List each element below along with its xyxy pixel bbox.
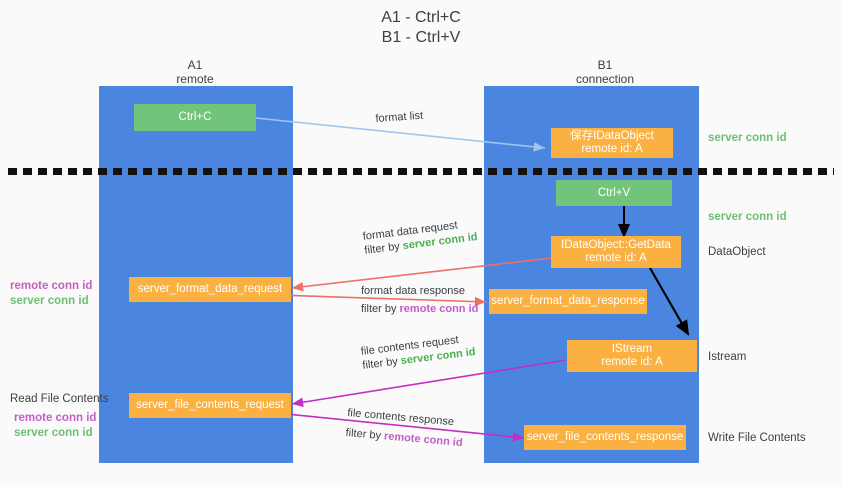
edge-label-format-data-response: format data response filter by remote co…: [361, 284, 478, 316]
column-a1-name: A1: [187, 58, 203, 72]
page-title: A1 - Ctrl+C B1 - Ctrl+V: [0, 8, 842, 48]
phase-separator-dashed-line: [8, 168, 834, 175]
annotation-istream: Istream: [708, 351, 747, 363]
column-b1-name: B1: [597, 58, 613, 72]
column-header-b1: B1 connection: [535, 58, 675, 86]
node-istream-line2: remote id: A: [601, 356, 663, 368]
annotation-server-conn-id-mid: server conn id: [708, 211, 787, 223]
node-ctrl-c[interactable]: Ctrl+C: [134, 104, 256, 131]
edge-label-format-data-response-text: format data response: [361, 285, 465, 297]
column-a1-role: remote: [176, 72, 214, 86]
annotation-server-conn-id-top: server conn id: [708, 132, 787, 144]
node-istream[interactable]: IStream remote id: A: [567, 340, 697, 372]
arrow-format-list: [255, 117, 546, 152]
annotation-read-file-contents: Read File Contents: [10, 393, 109, 405]
arrow-getdata-to-istream: [649, 267, 690, 336]
filter-prefix: filter by: [361, 303, 400, 315]
annotation-conn-ids-format: remote conn id server conn id: [10, 279, 92, 309]
node-server-file-contents-request[interactable]: server_file_contents_request: [129, 393, 291, 418]
node-getdata-line1: IDataObject::GetData: [561, 239, 671, 251]
column-header-a1: A1 remote: [135, 58, 255, 86]
arrow-format-data-request: [291, 257, 553, 292]
annotation-write-file-contents: Write File Contents: [708, 432, 806, 444]
annotation-remote-conn-id-2: remote conn id: [14, 412, 97, 424]
node-save-idataobject[interactable]: 保存IDataObject remote id: A: [551, 128, 673, 158]
annotation-server-conn-id-left-1: server conn id: [10, 295, 89, 307]
annotation-server-conn-id-left-2: server conn id: [14, 427, 93, 439]
title-line-1: A1 - Ctrl+C: [381, 9, 461, 26]
node-save-idataobject-line1: 保存IDataObject: [570, 130, 654, 142]
arrow-file-contents-request: [291, 359, 567, 407]
node-ctrl-v[interactable]: Ctrl+V: [556, 180, 672, 206]
node-server-file-contents-response[interactable]: server_file_contents_response: [524, 425, 686, 450]
node-getdata-line2: remote id: A: [585, 252, 647, 264]
column-b1-role: connection: [575, 72, 635, 86]
filter-key-remote-conn-id: remote conn id: [399, 303, 479, 315]
node-istream-line1: IStream: [611, 343, 653, 355]
edge-label-format-data-response-filter: filter by remote conn id: [361, 302, 478, 316]
node-idataobject-getdata[interactable]: IDataObject::GetData remote id: A: [551, 236, 681, 268]
annotation-remote-conn-id-1: remote conn id: [10, 280, 93, 292]
filter-prefix: filter by: [345, 426, 385, 443]
node-server-format-data-request[interactable]: server_format_data_request: [129, 277, 291, 302]
annotation-dataobject: DataObject: [708, 246, 766, 258]
annotation-conn-ids-file: remote conn id server conn id: [14, 411, 96, 441]
node-server-format-data-response[interactable]: server_format_data_response: [489, 289, 647, 314]
node-save-idataobject-line2: remote id: A: [581, 143, 643, 155]
title-line-2: B1 - Ctrl+V: [381, 29, 461, 46]
